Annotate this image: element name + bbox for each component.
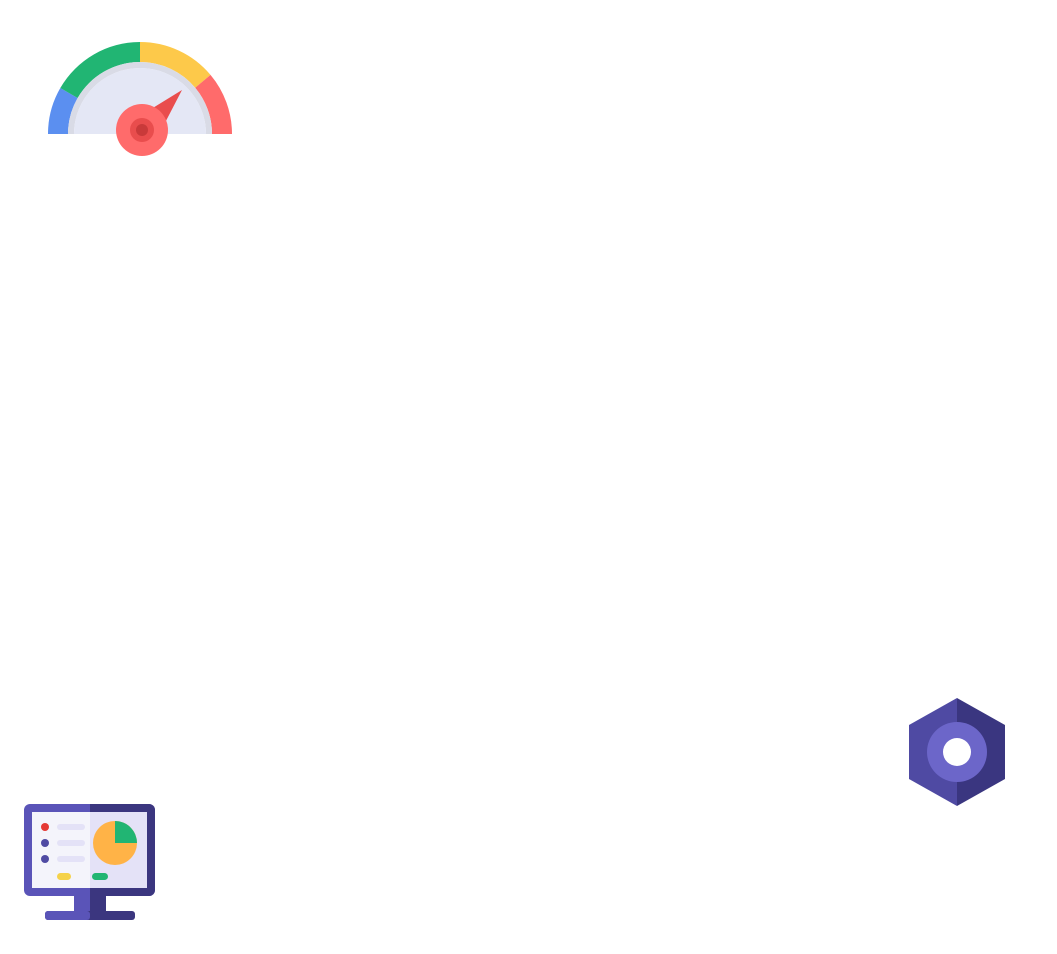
hex-nut-icon [908,697,1006,807]
monitor-dashboard-icon [23,803,156,923]
speedometer-icon [46,40,234,158]
